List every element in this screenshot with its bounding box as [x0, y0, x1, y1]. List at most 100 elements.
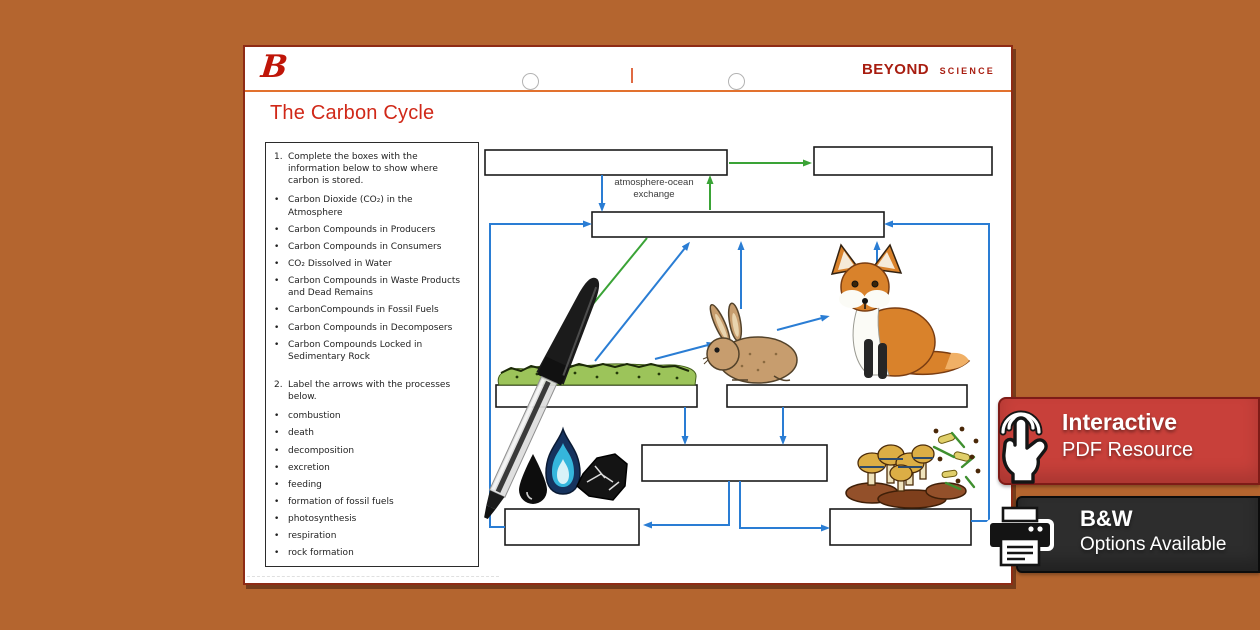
box-atmosphere[interactable]: [591, 211, 885, 238]
bullet-marker: •: [274, 548, 280, 559]
storage-item: • Carbon Compounds in Decomposers: [274, 322, 469, 334]
item-text: formation of fossil fuels: [288, 496, 394, 507]
bullet-marker: •: [274, 531, 280, 542]
badge-subtitle: PDF Resource: [1062, 439, 1194, 461]
item-text: Carbon Compounds in Decomposers: [288, 322, 453, 333]
process-item: • death: [274, 427, 469, 439]
fox-illustration: [830, 243, 971, 379]
item-text: Carbon Compounds in Consumers: [288, 241, 442, 252]
process-item: • respiration: [274, 530, 469, 542]
box-producers[interactable]: [495, 384, 698, 408]
bullet-marker: •: [274, 224, 280, 235]
item-text: Carbon Compounds in Producers: [288, 224, 436, 235]
exchange-label: atmosphere-ocean exchange: [594, 177, 714, 201]
page-title: The Carbon Cycle: [270, 102, 435, 124]
brand-subname: SCIENCE: [939, 66, 995, 76]
pen-illustration: [484, 277, 600, 520]
carbon-cycle-diagram: [484, 146, 993, 546]
fold-tick: [631, 68, 633, 83]
item-text: respiration: [288, 531, 337, 542]
process-item: • combustion: [274, 410, 469, 422]
arrow-feeding-rabbit-fox: [776, 314, 830, 331]
printer-icon: [986, 506, 1054, 567]
item-text: Carbon Compounds in Waste Products and D…: [288, 276, 461, 299]
hole-guide-circle: [728, 73, 745, 90]
oil-drop-icon: [519, 454, 547, 504]
bullet-marker: •: [274, 496, 280, 507]
task-number: 1.: [274, 152, 283, 162]
header-rule: [245, 90, 1011, 92]
item-text: Carbon Dioxide (CO₂) in the Atmosphere: [288, 195, 413, 218]
item-text: combustion: [288, 411, 341, 422]
task-number: 2.: [274, 379, 283, 390]
arrow-decomposition: [739, 481, 830, 532]
storage-item: • CO₂ Dissolved in Water: [274, 258, 469, 270]
box-dissolved-co2[interactable]: [484, 149, 728, 176]
bullet-marker: •: [274, 411, 280, 422]
process-item: • formation of fossil fuels: [274, 496, 469, 508]
decomposers-illustration: [845, 426, 981, 509]
arrow-fossil-fuel-formation: [643, 481, 730, 529]
storage-item: • Carbon Compounds in Waste Products and …: [274, 275, 469, 299]
bullet-marker: •: [274, 479, 280, 490]
item-text: CO₂ Dissolved in Water: [288, 258, 392, 269]
badge-title: B&W: [1080, 506, 1133, 531]
instructions-panel: 1. Complete the boxes with the informati…: [265, 142, 479, 567]
item-text: Carbon Compounds Locked in Sedimentary R…: [288, 339, 423, 362]
item-text: rock formation: [288, 548, 354, 559]
bullet-marker: •: [274, 276, 280, 287]
item-text: feeding: [288, 479, 322, 490]
task1-heading: 1. Complete the boxes with the informati…: [274, 151, 469, 187]
bullet-marker: •: [274, 428, 280, 439]
bullet-marker: •: [274, 195, 280, 206]
task-text: Complete the boxes with the information …: [288, 152, 438, 187]
perforation-line: [247, 576, 499, 577]
coal-icon: [576, 453, 628, 501]
box-sedimentary-rock[interactable]: [813, 146, 993, 176]
box-decomposers[interactable]: [829, 508, 972, 546]
rabbit-illustration: [702, 302, 798, 384]
arrow-producer-respiration: [594, 241, 690, 362]
badge-subtitle: Options Available: [1080, 534, 1227, 555]
process-item: • decomposition: [274, 445, 469, 457]
process-item: • feeding: [274, 479, 469, 491]
storage-item: • Carbon Compounds Locked in Sedimentary …: [274, 339, 469, 363]
box-waste-dead-remains[interactable]: [641, 444, 828, 482]
bw-options-badge: B&W Options Available: [1016, 496, 1260, 573]
item-text: decomposition: [288, 445, 355, 456]
process-item: • rock formation: [274, 547, 469, 559]
grass-illustration: [497, 363, 697, 386]
task-text: Label the arrows with the processes belo…: [288, 379, 451, 403]
bullet-marker: •: [274, 445, 280, 456]
worksheet-page: B BEYOND SCIENCE The Carbon Cycle 1. Com…: [243, 45, 1013, 585]
storage-item: • CarbonCompounds in Fossil Fuels: [274, 304, 469, 316]
process-item: • excretion: [274, 462, 469, 474]
bullet-marker: •: [274, 258, 280, 269]
item-text: excretion: [288, 462, 330, 473]
item-text: death: [288, 428, 314, 439]
arrow-decomposer-respiration-loop: [884, 220, 990, 522]
gas-flame-icon: [545, 426, 581, 495]
task2-heading: 2. Label the arrows with the processes b…: [274, 379, 469, 403]
bullet-marker: •: [274, 514, 280, 525]
box-consumers[interactable]: [726, 384, 968, 408]
arrow-combustion-loop: [489, 220, 592, 528]
box-fossil-fuels[interactable]: [504, 508, 640, 546]
storage-item: • Carbon Compounds in Producers: [274, 224, 469, 236]
bullet-marker: •: [274, 305, 280, 316]
arrow-feeding-grass-rabbit: [654, 341, 716, 360]
badge-title: Interactive: [1062, 409, 1178, 435]
storage-item: • Carbon Compounds in Consumers: [274, 241, 469, 253]
hole-guide-circle: [522, 73, 539, 90]
item-text: CarbonCompounds in Fossil Fuels: [288, 305, 439, 316]
brand-wordmark: BEYOND SCIENCE: [862, 61, 995, 79]
bullet-marker: •: [274, 322, 280, 333]
touch-icon: [999, 410, 1048, 484]
bullet-marker: •: [274, 339, 280, 350]
item-text: photosynthesis: [288, 514, 357, 525]
bullet-marker: •: [274, 241, 280, 252]
brand-name: BEYOND: [861, 61, 930, 78]
bullet-marker: •: [274, 462, 280, 473]
exchange-label-line1: atmosphere-ocean: [614, 177, 694, 188]
